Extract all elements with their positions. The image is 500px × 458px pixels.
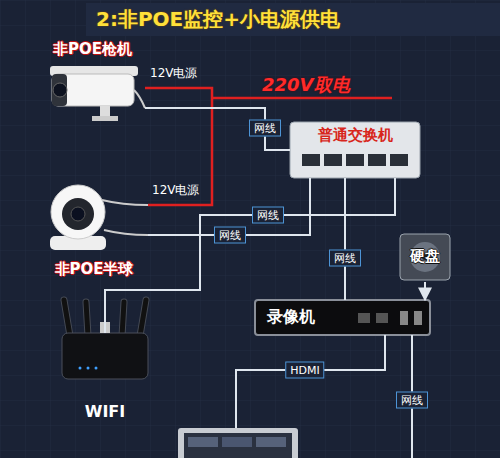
switch-node: 普通交换机	[290, 122, 420, 178]
camera-mount	[100, 106, 110, 117]
router-body	[62, 333, 148, 379]
router-led	[95, 367, 98, 370]
note-label: 12V电源	[150, 66, 197, 80]
router-led	[87, 367, 90, 370]
switch-port	[368, 154, 386, 166]
switch-body	[290, 122, 420, 178]
node-label: 录像机	[267, 307, 315, 326]
title-banner	[86, 3, 500, 36]
recorder-usb	[414, 311, 422, 325]
switch-port	[346, 154, 364, 166]
monitor-tile	[256, 437, 286, 447]
camera-front	[52, 74, 67, 106]
wire-label: 网线	[329, 250, 361, 267]
hdmi-cable	[236, 335, 385, 428]
antenna-edge	[122, 302, 124, 336]
monitor-frame	[178, 428, 298, 458]
dome-face	[62, 198, 94, 230]
router-node: WIFI	[55, 333, 155, 423]
wire-label: 网线	[214, 227, 246, 244]
camera-body	[52, 74, 134, 106]
wire-label: 网线	[249, 120, 281, 137]
monitor-tile	[222, 437, 252, 447]
switch-port	[324, 154, 342, 166]
router-led	[79, 367, 82, 370]
wire-label: 网线	[252, 207, 284, 224]
antenna-edge	[140, 300, 146, 336]
node-label: 非POE半球	[55, 260, 134, 278]
monitor-screen	[184, 433, 292, 458]
power-wire	[212, 97, 392, 100]
wire-label: HDMI	[285, 362, 324, 379]
antenna	[140, 300, 146, 336]
recorder-port	[376, 313, 388, 323]
antenna	[122, 302, 124, 336]
antenna	[64, 300, 70, 336]
diagram-title: 2:非POE监控+小电源供电	[96, 7, 340, 31]
camera-cable	[134, 90, 145, 108]
monitor-tile	[188, 437, 218, 447]
disk-body	[400, 234, 450, 280]
camera-node: 非POE枪机	[40, 40, 145, 125]
antenna	[86, 302, 88, 336]
recorder-node: 录像机	[255, 300, 430, 335]
switch-port	[302, 154, 320, 166]
node-label: 硬盘	[410, 247, 440, 265]
dome-cable	[104, 230, 148, 235]
dome-cable	[102, 200, 148, 205]
disk-node: 硬盘	[398, 232, 452, 282]
node-label: WIFI	[85, 402, 125, 421]
note-label: 220V取电	[262, 74, 350, 96]
node-label: 普通交换机	[318, 126, 393, 144]
antenna-edge	[64, 300, 70, 336]
dome-lens	[71, 207, 85, 221]
network-cable	[105, 178, 395, 333]
recorder-usb	[400, 311, 408, 325]
camera-base	[92, 116, 118, 121]
disk-platter	[410, 242, 440, 272]
dome-node: 非POE半球	[40, 168, 148, 280]
network-cable	[145, 108, 290, 150]
network-cable	[424, 282, 426, 300]
network-cable	[344, 178, 346, 300]
switch-port	[390, 154, 408, 166]
wire-label: 网线	[396, 392, 428, 409]
note-label: 12V电源	[152, 183, 199, 197]
antenna-edge	[86, 302, 88, 336]
node-label: 非POE枪机	[53, 40, 132, 58]
dome-body	[51, 185, 105, 239]
power-wire	[145, 88, 212, 205]
recorder-port	[358, 313, 370, 323]
recorder-body	[255, 300, 430, 335]
camera-lens	[53, 83, 67, 97]
